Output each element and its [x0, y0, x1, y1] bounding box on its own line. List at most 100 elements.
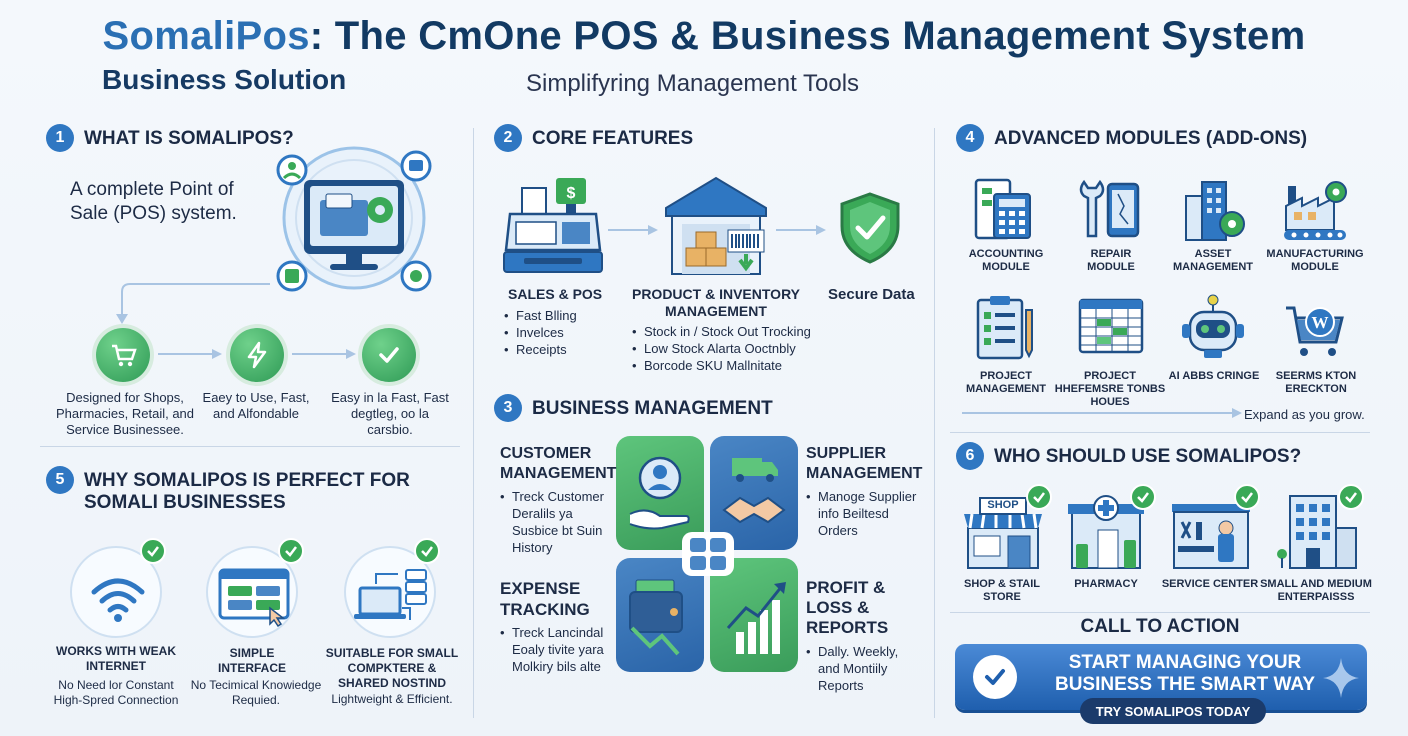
building-gear-icon: [1178, 178, 1248, 249]
module-label-project-hours: PROJECT HHEFEMSRE TONBS HOUES: [1054, 370, 1166, 408]
module-label-repair: REPAIR MODULE: [1087, 248, 1135, 273]
why-title-internet: WORKS WITH WEAK INTERNET: [56, 644, 176, 673]
module-label-asset: ASSET MANAGEMENT: [1172, 248, 1254, 273]
calculator-icon: [970, 176, 1036, 249]
customer-item: Treck Customer Deralils ya Susbice bt Su…: [498, 488, 614, 556]
check-badge-icon: [1130, 484, 1156, 510]
check-badge-icon: [1234, 484, 1260, 510]
cta-heading: CALL TO ACTION: [1080, 616, 1240, 637]
user-label-service: SERVICE CENTER: [1161, 578, 1259, 590]
user-label-pharmacy: PHARMACY: [1074, 578, 1138, 590]
sales-item: Receipts: [502, 341, 577, 358]
subtitle-left: Business Solution: [102, 64, 347, 95]
cash-register-icon: $: [500, 174, 606, 278]
try-somalipos-button[interactable]: TRY SOMALIPOS TODAY: [1080, 698, 1266, 724]
inventory-item: Stock in / Stock Out Trocking: [630, 323, 811, 340]
check-icon: [362, 328, 416, 382]
row-divider-right: [950, 432, 1370, 433]
section4-title: ADVANCED MODULES (ADD-ONS): [994, 128, 1308, 149]
expense-title: EXPENSE TRACKING: [500, 579, 590, 619]
cta-button-label: START MANAGING YOUR BUSINESS THE SMART W…: [1054, 652, 1316, 695]
sparkle-icon: [1323, 658, 1359, 698]
profit-list: Dally. Weekly, and Montiily Reports: [804, 643, 914, 694]
flow-arrow: [158, 349, 222, 359]
section5-heading: 5 WHY SOMALIPOS IS PERFECT FOR SOMALI BU…: [46, 466, 446, 514]
expand-text: Expand as you grow.: [1244, 407, 1365, 422]
interface-icon: [206, 546, 298, 638]
expense-quadrant: [616, 558, 704, 672]
supplier-title: SUPPLIER MANAGEMENT: [806, 445, 923, 482]
section2-title: CORE FEATURES: [532, 128, 694, 149]
expand-arrow: [962, 408, 1242, 418]
section1-description: A complete Point of Sale (POS) system.: [70, 179, 237, 224]
supplier-list: Manoge Supplier info Beiltesd Orders: [804, 488, 920, 539]
section2-heading: 2 CORE FEATURES: [494, 124, 693, 152]
profit-item: Dally. Weekly, and Montiily Reports: [804, 643, 914, 694]
brand-name: SomaliPos: [102, 14, 310, 58]
wordpress-cart-icon: W: [1282, 294, 1348, 367]
column-divider-right: [934, 128, 935, 718]
check-badge-icon: [278, 538, 304, 564]
office-building-icon: [1276, 492, 1360, 572]
why-desc-internet: No Need lor Constant High-Spred Connecti…: [53, 678, 179, 707]
row-divider-left: [40, 446, 460, 447]
cta-check-icon: [973, 655, 1017, 699]
truck-handshake-icon: [722, 458, 786, 524]
shop-sign: SHOP: [987, 499, 1019, 511]
svg-text:$: $: [567, 185, 576, 202]
module-label-ecommerce: SEERMS KTON ERECKTON: [1275, 370, 1357, 395]
pos-monitor-icon: [276, 146, 432, 292]
lightning-icon: [230, 328, 284, 382]
supplier-item: Manoge Supplier info Beiltesd Orders: [804, 488, 920, 539]
title-rest: : The CmOne POS & Business Management Sy…: [309, 14, 1306, 58]
section5-number: 5: [46, 466, 74, 494]
spreadsheet-icon: [1076, 296, 1146, 363]
section4-heading: 4 ADVANCED MODULES (ADD-ONS): [956, 124, 1307, 152]
pharmacy-icon: [1066, 494, 1146, 572]
section3-heading: 3 BUSINESS MANAGEMENT: [494, 394, 773, 422]
why-desc-computers: Lightweight & Efficient.: [331, 692, 453, 706]
clipboard-icon: [972, 294, 1038, 367]
user-label-shop: SHOP & STAIL STORE: [964, 578, 1040, 603]
subtitle-right: Simplifyring Management Tools: [526, 70, 860, 97]
pos-monitor-illustration: [264, 138, 444, 298]
profit-title: PROFIT & LOSS & REPORTS: [806, 578, 889, 637]
feature-label-shops: Designed for Shops, Pharmacies, Retail, …: [56, 390, 195, 437]
check-badge-icon: [414, 538, 440, 564]
section6-heading: 6 WHO SHOULD USE SOMALIPOS?: [956, 442, 1301, 470]
feature-label-fast: Easy in la Fast, Fast degtleg, oo la car…: [331, 390, 449, 437]
inventory-list: Stock in / Stock Out Trocking Low Stock …: [630, 323, 811, 374]
inventory-item: Low Stock Alarta Ooctnbly: [630, 340, 811, 357]
secure-data-title: Secure Data: [828, 286, 915, 303]
shield-icon: [838, 190, 902, 266]
wrench-phone-icon: [1074, 176, 1144, 249]
section2-number: 2: [494, 124, 522, 152]
customer-quadrant: [616, 436, 704, 550]
section6-title: WHO SHOULD USE SOMALIPOS?: [994, 446, 1302, 467]
check-badge-icon: [1026, 484, 1052, 510]
expense-item: Treck Lancindal Eoaly tivite yara Molkir…: [498, 624, 614, 675]
service-center-icon: [1168, 494, 1254, 572]
section1-title: WHAT IS SOMALIPOS?: [84, 128, 294, 149]
laptop-server-icon: [344, 546, 436, 638]
why-title-computers: SUITABLE FOR SMALL COMPKTERE & SHARED NO…: [325, 646, 459, 690]
sales-list: Fast Blling Invelces Receipts: [502, 307, 577, 358]
svg-text:W: W: [1312, 313, 1329, 332]
sales-item: Invelces: [502, 324, 577, 341]
growth-chart-icon: [726, 582, 786, 654]
flow-arrow: [292, 349, 356, 359]
flow-arrow: [608, 225, 658, 235]
sales-title: SALES & POS: [508, 286, 603, 302]
customer-title: CUSTOMER MANAGEMENT: [500, 445, 617, 482]
section4-number: 4: [956, 124, 984, 152]
section5-title: WHY SOMALIPOS IS PERFECT FOR SOMALI BUSI…: [84, 470, 410, 513]
expense-list: Treck Lancindal Eoaly tivite yara Molkir…: [498, 624, 614, 675]
shop-icon: [960, 494, 1046, 572]
section1-heading: 1 WHAT IS SOMALIPOS?: [46, 124, 294, 152]
section6-number: 6: [956, 442, 984, 470]
module-label-manufacturing: MANUFACTURING MODULE: [1266, 248, 1364, 273]
section3-number: 3: [494, 394, 522, 422]
factory-icon: [1280, 176, 1350, 249]
why-title-interface: SIMPLE INTERFACE: [217, 646, 286, 675]
wallet-icon: [629, 579, 683, 656]
